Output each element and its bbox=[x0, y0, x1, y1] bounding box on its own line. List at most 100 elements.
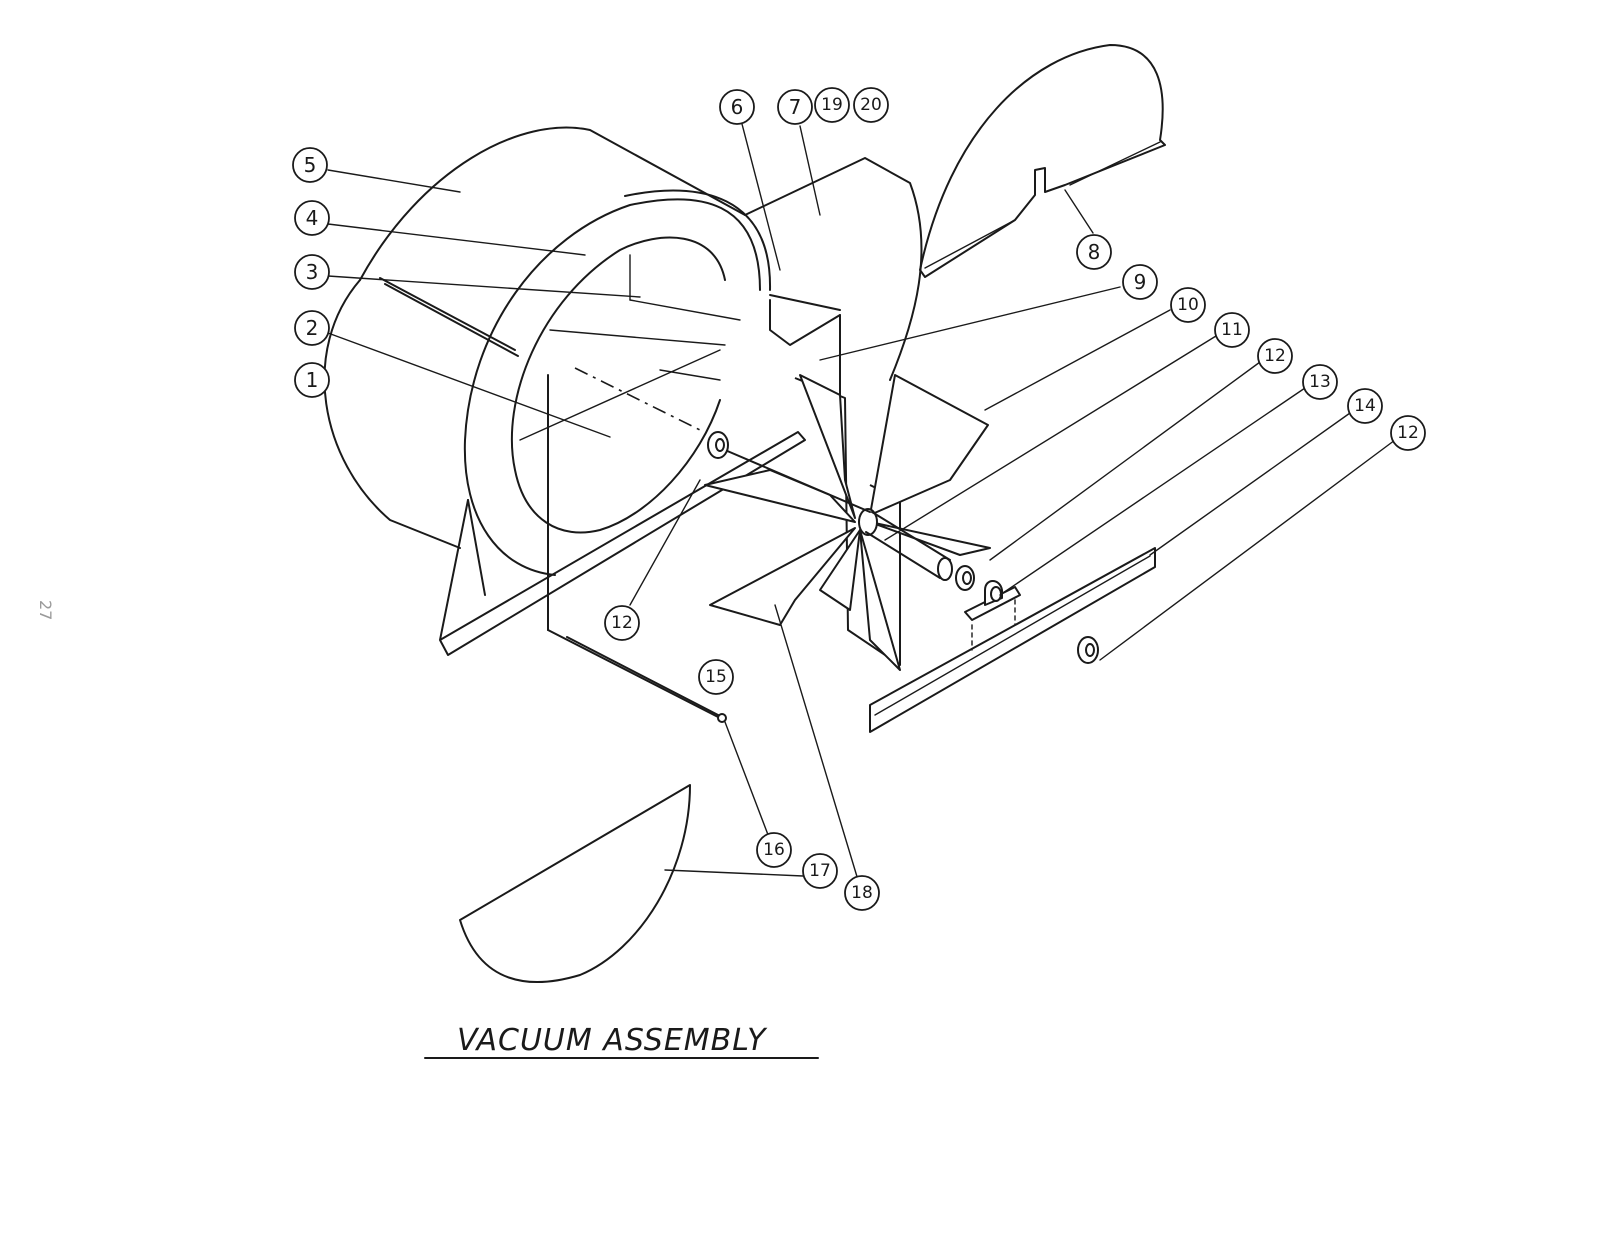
callout-6: 6 bbox=[719, 89, 755, 125]
svg-text:20: 20 bbox=[860, 95, 882, 115]
callout-13: 13 bbox=[1302, 364, 1338, 400]
callout-12-left: 12 bbox=[604, 605, 640, 641]
base-leg bbox=[467, 499, 486, 596]
callout-bubbles: 1 2 3 4 5 6 7 19 bbox=[292, 87, 1426, 911]
callout-20: 20 bbox=[853, 87, 889, 123]
side-panel-top bbox=[744, 157, 923, 381]
impeller-blade-upper-right bbox=[869, 374, 989, 516]
rail-part-14 bbox=[869, 547, 1156, 733]
svg-text:7: 7 bbox=[789, 95, 802, 119]
rail-part-14-inner bbox=[874, 555, 1151, 716]
callout-17: 17 bbox=[802, 853, 838, 889]
callout-18: 18 bbox=[844, 875, 880, 911]
drawing-title: VACUUM ASSEMBLY bbox=[457, 1023, 768, 1058]
leader-11 bbox=[884, 335, 1217, 541]
drum-front-rim-inner bbox=[510, 236, 726, 534]
base-bottom-line bbox=[547, 629, 721, 719]
cover-flange-bottom bbox=[924, 219, 1016, 269]
svg-text:12: 12 bbox=[1397, 423, 1419, 443]
callout-3: 3 bbox=[294, 254, 330, 290]
shaft-part-11 bbox=[724, 449, 953, 581]
leader-13 bbox=[999, 387, 1306, 596]
housing-drum bbox=[323, 126, 772, 576]
shaft-top-edge bbox=[871, 511, 951, 561]
svg-text:3: 3 bbox=[306, 260, 319, 284]
callout-5: 5 bbox=[292, 147, 328, 183]
callout-16: 16 bbox=[756, 832, 792, 868]
svg-text:9: 9 bbox=[1134, 270, 1147, 294]
svg-text:16: 16 bbox=[763, 840, 785, 860]
base-frame bbox=[439, 374, 1156, 733]
pin-shaft bbox=[566, 636, 721, 717]
shaft-rear bbox=[724, 449, 871, 513]
washers bbox=[707, 431, 1099, 664]
leader-8 bbox=[1064, 189, 1094, 234]
impeller-blade-lower-left bbox=[709, 527, 856, 626]
svg-text:4: 4 bbox=[306, 206, 319, 230]
callout-4: 4 bbox=[294, 200, 330, 236]
leader-18 bbox=[774, 604, 859, 881]
shaft-bottom-edge bbox=[865, 531, 941, 579]
svg-text:1: 1 bbox=[306, 368, 319, 392]
leader-6 bbox=[741, 123, 781, 271]
leader-7 bbox=[799, 125, 821, 216]
washer-right bbox=[1077, 636, 1099, 664]
callout-15: 15 bbox=[698, 659, 734, 695]
svg-text:18: 18 bbox=[851, 883, 873, 903]
drum-axis-centerline bbox=[574, 367, 701, 431]
leader-12-left bbox=[629, 479, 701, 606]
svg-text:12: 12 bbox=[611, 613, 633, 633]
svg-text:11: 11 bbox=[1221, 320, 1243, 340]
drum-inner-line-e bbox=[659, 369, 721, 381]
impeller-blade-lower bbox=[819, 529, 861, 611]
leader-14 bbox=[1149, 412, 1351, 556]
side-panel-rod bbox=[769, 294, 841, 311]
leader-12-upper bbox=[989, 361, 1261, 561]
callout-12-right: 12 bbox=[1390, 415, 1426, 451]
callout-2: 2 bbox=[294, 310, 330, 346]
svg-text:15: 15 bbox=[705, 667, 727, 687]
impeller-blade-upper-left bbox=[799, 374, 856, 519]
leader-10 bbox=[984, 309, 1171, 411]
leader-16 bbox=[724, 721, 771, 841]
callout-1: 1 bbox=[294, 362, 330, 398]
svg-text:17: 17 bbox=[809, 861, 831, 881]
impeller-hub bbox=[858, 508, 878, 536]
svg-text:6: 6 bbox=[731, 95, 744, 119]
drum-inner-line-a bbox=[519, 349, 721, 441]
lower-cover-part-17 bbox=[459, 784, 691, 984]
bearing-block-part-13 bbox=[964, 580, 1021, 651]
svg-text:12: 12 bbox=[1264, 346, 1286, 366]
title-block: VACUUM ASSEMBLY bbox=[424, 1023, 819, 1059]
leader-4 bbox=[327, 223, 586, 256]
svg-text:13: 13 bbox=[1309, 372, 1331, 392]
callout-14: 14 bbox=[1347, 388, 1383, 424]
shaft-end bbox=[937, 557, 953, 581]
drum-inner-line-c bbox=[629, 299, 741, 321]
callout-7: 7 bbox=[777, 89, 813, 125]
cover-outline bbox=[919, 44, 1166, 278]
callout-12-upper: 12 bbox=[1257, 338, 1293, 374]
leader-2 bbox=[327, 332, 611, 438]
pin-head bbox=[717, 713, 727, 723]
svg-text:14: 14 bbox=[1354, 396, 1376, 416]
drum-top-edge bbox=[359, 126, 746, 281]
impeller-blade-lower-right bbox=[859, 529, 901, 671]
svg-text:10: 10 bbox=[1177, 295, 1199, 315]
drum-seam-bar bbox=[379, 277, 516, 351]
side-panel bbox=[744, 157, 923, 396]
base-rail-left bbox=[439, 431, 806, 656]
bearing-bore bbox=[990, 586, 1002, 602]
callout-11: 11 bbox=[1214, 312, 1250, 348]
leader-3 bbox=[327, 275, 641, 298]
impeller bbox=[704, 374, 991, 671]
drum-front-rim-band bbox=[624, 189, 772, 291]
drum-back-edge bbox=[323, 279, 461, 549]
side-panel-notch bbox=[769, 299, 841, 346]
drum-inner-line-d bbox=[549, 329, 726, 346]
callout-19: 19 bbox=[814, 87, 850, 123]
leader-lines bbox=[327, 123, 1396, 881]
svg-text:8: 8 bbox=[1088, 240, 1101, 264]
drum-front-rim-outer bbox=[463, 198, 761, 576]
